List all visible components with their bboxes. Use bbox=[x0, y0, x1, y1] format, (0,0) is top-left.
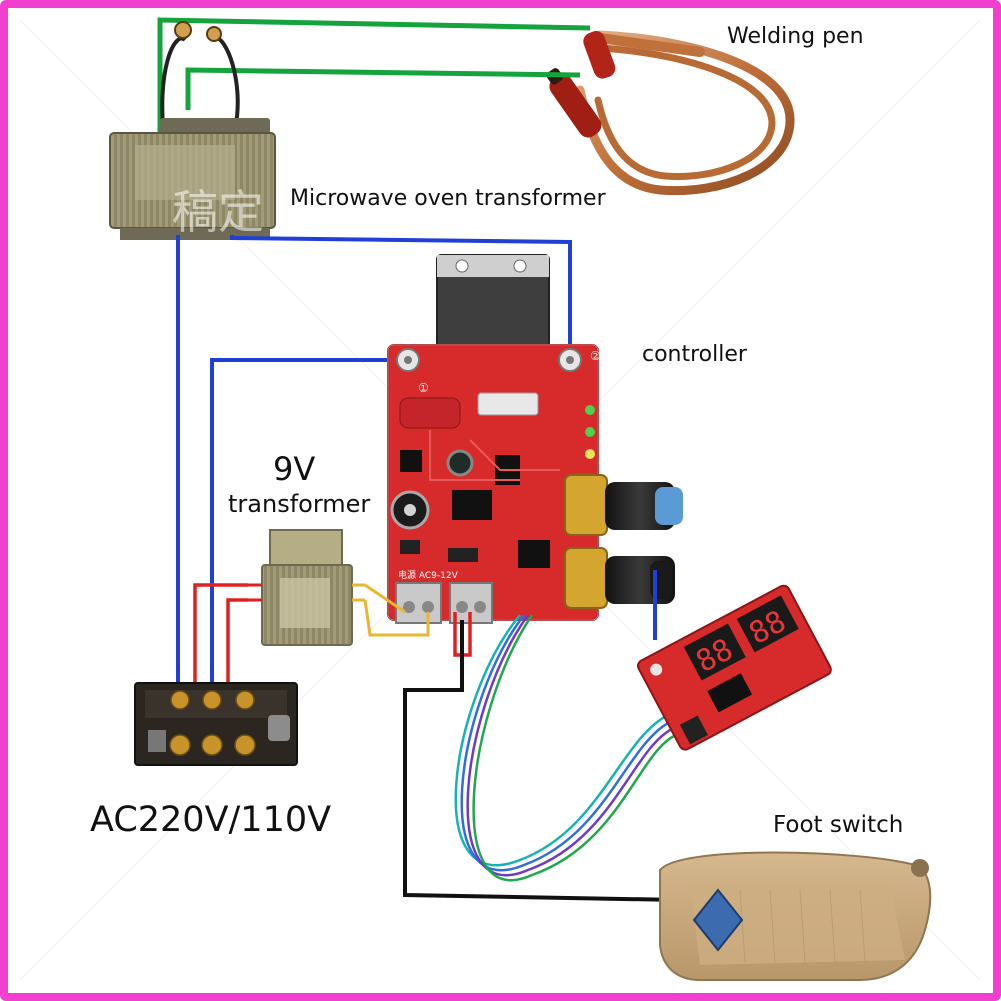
ribbon-cable bbox=[454, 614, 675, 882]
controller-board: ① ② 电源 AC9-12V bbox=[387, 254, 683, 624]
microwave-oven-transformer bbox=[109, 21, 276, 240]
black-wire bbox=[403, 620, 681, 902]
silk-label: 电源 AC9-12V bbox=[398, 569, 459, 581]
label-9v: 9V bbox=[273, 450, 316, 488]
label-foot-switch: Foot switch bbox=[773, 812, 904, 838]
yellow-wires bbox=[363, 583, 430, 637]
label-transformer: transformer bbox=[228, 490, 371, 518]
label-mains: AC220V/110V bbox=[90, 800, 332, 840]
blue-wire-controller bbox=[210, 358, 408, 690]
label-welding-pen: Welding pen bbox=[727, 24, 864, 49]
terminal-mark-2: ② bbox=[590, 349, 601, 363]
blue-wires-mot bbox=[176, 235, 572, 690]
label-microwave-transformer: Microwave oven transformer bbox=[290, 186, 606, 211]
foot-switch bbox=[659, 851, 932, 981]
label-controller: controller bbox=[642, 342, 747, 367]
terminal-mark-1: ① bbox=[418, 381, 429, 395]
watermark: 稿定 bbox=[172, 185, 264, 239]
transformer-9v bbox=[248, 529, 365, 646]
welding-pen bbox=[546, 30, 795, 196]
green-wires bbox=[157, 17, 591, 140]
display-board: 88 88 bbox=[637, 584, 832, 751]
terminal-block bbox=[134, 682, 298, 766]
